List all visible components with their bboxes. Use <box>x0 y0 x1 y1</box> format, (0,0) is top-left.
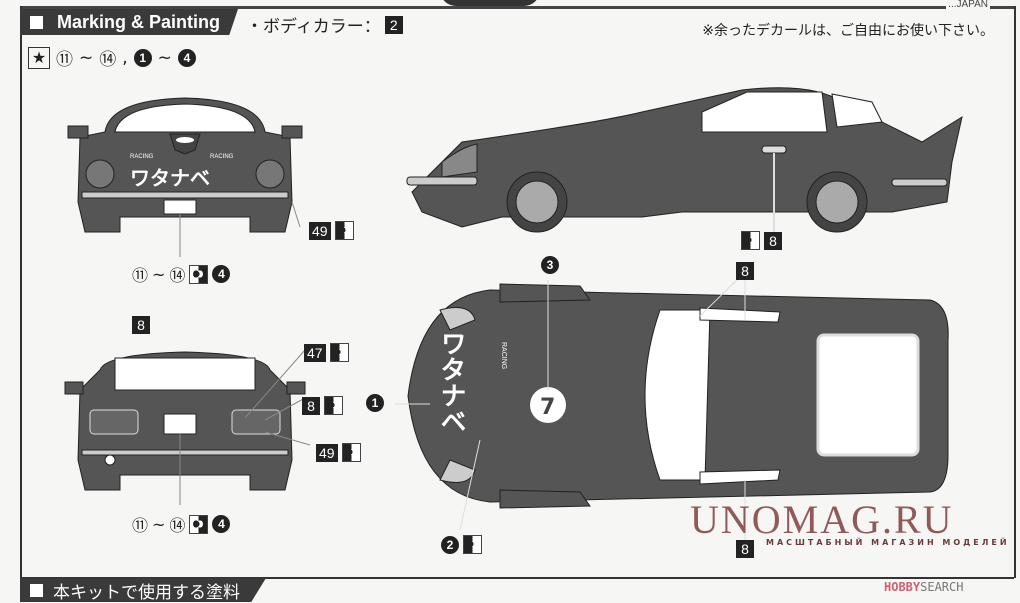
range-sep: ~ <box>152 514 166 534</box>
decal-number: 49 <box>309 221 331 240</box>
rear-callout-window: 8 <box>132 316 150 334</box>
checker-circle-icon <box>334 221 354 240</box>
top-callout-8-upper: 8 <box>736 262 754 280</box>
range1-sep: ~ <box>79 47 94 68</box>
footer-divider <box>20 577 1014 579</box>
front-decal-name: ワタナベ <box>130 166 210 190</box>
top-border <box>20 6 1014 9</box>
body-color-number: 2 <box>384 15 403 34</box>
top-racing: RACING <box>500 342 507 369</box>
front-callout-plate: ⑪~⑭ 4 <box>132 262 231 286</box>
page-frame <box>20 6 1016 578</box>
address-fragment: ...JAPAN <box>946 0 990 10</box>
side-callout-8: 8 <box>741 231 782 250</box>
star-icon: ★ <box>28 46 50 69</box>
decal-number: 49 <box>316 443 338 462</box>
hobbysearch-watermark: HOBBYSEARCH <box>884 580 963 594</box>
square-icon <box>30 15 43 29</box>
rear-callout-8: 8 <box>302 396 343 415</box>
paint-number: 2 <box>441 535 459 554</box>
rear-callout-plate: ⑪~⑭ 4 <box>132 512 231 536</box>
section-title: Marking & Painting <box>57 11 221 32</box>
body-color: ・ボディカラー：2 <box>246 12 403 37</box>
range-end: ⑭ <box>169 516 186 535</box>
decal-number: 47 <box>304 343 326 362</box>
top-decal-name: ワタナベ <box>436 330 466 434</box>
top-emblem: 7 <box>540 395 555 420</box>
unomag-watermark: UNOMAG.RU <box>690 497 954 542</box>
range1-start: ⑪ <box>56 50 73 70</box>
search-text: SEARCH <box>920 580 964 594</box>
top-callout-8-lower: 8 <box>736 540 754 558</box>
racing-right: RACING <box>210 154 234 160</box>
top-callout-1: 1 <box>366 394 384 412</box>
decal-number: 8 <box>132 316 150 334</box>
leftover-decal-note: ※余ったデカールは、ご自由にお使い下さい。 <box>702 23 994 39</box>
checker-arrow-icon <box>189 264 209 284</box>
range2-end: 4 <box>177 48 196 67</box>
range-start: ⑪ <box>132 266 149 285</box>
paint-number: 4 <box>212 265 231 283</box>
decal-number: 8 <box>736 262 754 280</box>
side-view-car <box>406 87 963 233</box>
body-color-label: ・ボディカラー： <box>246 17 381 37</box>
racing-left: RACING <box>130 154 154 160</box>
front-callout-49: 49 <box>309 221 354 240</box>
decal-number: 8 <box>302 396 320 415</box>
checker-circle-icon <box>324 396 343 415</box>
range2-sep: ~ <box>157 47 172 68</box>
rear-view-car <box>64 349 311 505</box>
logo-badge <box>440 0 540 6</box>
square-icon <box>30 583 43 597</box>
checker-arrow-icon <box>189 514 209 534</box>
decal-number: 8 <box>736 540 754 558</box>
range-start: ⑪ <box>132 516 149 535</box>
range-sep: ~ <box>152 264 166 284</box>
section-header: Marking & Painting <box>20 9 239 35</box>
top-callout-2: 2 <box>441 535 482 554</box>
rear-callout-47: 47 <box>304 343 349 362</box>
checker-circle-icon <box>741 231 760 250</box>
paint-number: 3 <box>541 256 559 274</box>
checker-circle-icon <box>463 535 482 554</box>
decal-number: 8 <box>764 231 782 250</box>
checker-circle-icon <box>341 443 361 462</box>
paint-section-title: 本キットで使用する塗料 <box>53 582 240 603</box>
paint-section-header: 本キットで使用する塗料 <box>20 578 266 602</box>
paint-number: 4 <box>212 515 231 533</box>
top-callout-3: 3 <box>541 256 559 274</box>
front-view-car: RACING RACING ワタナベ <box>67 97 303 257</box>
range2-start: 1 <box>133 48 152 67</box>
hobby-text: HOBBY <box>884 580 921 594</box>
top-view-car: 7 RACING <box>395 271 949 545</box>
unomag-subtitle: МАСШТАБНЫЙ МАГАЗИН МОДЕЛЕЙ <box>766 538 1010 547</box>
range1-end: ⑭ <box>99 50 117 70</box>
star-legend: ★ ⑪~⑭, 1~4 <box>28 45 196 70</box>
range-end: ⑭ <box>169 266 186 285</box>
checker-circle-icon <box>329 343 349 362</box>
paint-number: 1 <box>366 394 384 412</box>
comma: , <box>122 47 128 68</box>
rear-callout-49: 49 <box>316 443 361 462</box>
